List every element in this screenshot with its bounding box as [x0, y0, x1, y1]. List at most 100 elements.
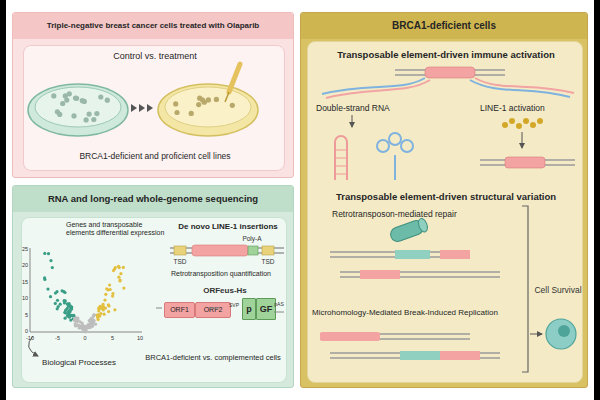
petri-dishes — [158, 84, 258, 136]
cell-dots — [80, 98, 85, 103]
insertion-construct — [156, 245, 284, 312]
volcano-plot — [30, 248, 31, 332]
volcano-dots — [97, 306, 100, 309]
axis-tick: 10 — [16, 295, 28, 301]
immune-activation-art — [537, 118, 543, 124]
volcano-dots — [67, 311, 70, 314]
cell-dots — [87, 112, 92, 117]
structural-variation-art — [340, 271, 500, 273]
volcano-dots — [84, 326, 87, 329]
immune-activation-art — [425, 67, 475, 78]
immune-activation-art — [509, 118, 515, 124]
volcano-dots — [63, 299, 66, 302]
volcano-plot — [30, 332, 142, 333]
volcano-dots — [70, 308, 73, 311]
frame-bar — [594, 0, 600, 400]
volcano-dots — [107, 304, 110, 307]
immune-activation-art — [335, 166, 347, 167]
volcano-dots — [59, 303, 62, 306]
volcano-dots — [81, 324, 84, 327]
volcano-dots — [91, 322, 94, 325]
insertion-construct — [248, 246, 258, 255]
cell-dots — [82, 99, 87, 104]
volcano-dots — [49, 259, 52, 262]
gene-segment: ORF1 — [164, 302, 195, 318]
immune-activation-art — [395, 69, 505, 71]
volcano-dots — [81, 322, 84, 325]
volcano-dots — [88, 322, 91, 325]
structural-variation-art — [330, 357, 500, 359]
sequence-label: TSD — [260, 258, 276, 265]
volcano-dots — [43, 278, 46, 281]
inner-box: Control vs. treatmentBRCA1-deficient and… — [23, 45, 285, 171]
volcano-dots — [74, 318, 77, 321]
volcano-dots — [111, 295, 114, 298]
volcano-dots — [96, 314, 99, 317]
immune-activation-art — [502, 122, 508, 128]
cell-dots — [51, 91, 235, 122]
volcano-dots — [64, 311, 67, 314]
node-text: p — [243, 299, 255, 319]
volcano-dots — [66, 314, 69, 317]
petri-dishes — [28, 84, 128, 136]
cell-dots — [196, 102, 201, 107]
volcano-dots — [63, 311, 66, 314]
volcano-dots — [102, 306, 105, 309]
volcano-dots — [93, 313, 96, 316]
volcano-dots — [68, 310, 71, 313]
volcano-dots — [88, 324, 91, 327]
immune-activation-art — [480, 159, 575, 161]
insertion-construct — [170, 247, 284, 249]
immune-activation-art — [523, 118, 529, 124]
structural-variation-art — [558, 325, 570, 337]
petri-dishes — [165, 87, 251, 127]
cell-dots — [64, 98, 69, 103]
volcano-dots — [109, 288, 112, 291]
volcano-dots — [108, 283, 111, 286]
volcano-dots — [93, 319, 96, 322]
node-text: Control vs. treatment — [24, 51, 286, 61]
volcano-dots — [122, 266, 125, 269]
structural-variation-art — [400, 351, 440, 360]
structural-variation-art — [330, 352, 500, 354]
volcano-dots — [62, 290, 65, 293]
construct-name: ORFeus-Hs — [190, 287, 260, 296]
volcano-dots — [102, 303, 105, 306]
volcano-dots — [67, 313, 70, 316]
volcano-dots — [104, 307, 107, 310]
volcano-dots — [56, 299, 59, 302]
panel-header: RNA and long-read whole-genome sequencin… — [13, 186, 293, 212]
volcano-dots — [122, 287, 125, 290]
volcano-dots — [112, 269, 115, 272]
volcano-dots — [75, 324, 78, 327]
immune-activation-art — [377, 140, 389, 152]
cell-dots — [91, 117, 96, 122]
volcano-dots — [54, 292, 57, 295]
petri-dishes — [147, 104, 153, 112]
axis-tick: 20 — [16, 262, 28, 268]
structural-variation-art — [389, 219, 426, 244]
petri-dishes — [225, 92, 229, 102]
volcano-dots — [100, 306, 103, 309]
volcano-dots — [66, 307, 69, 310]
node-text: GF — [257, 299, 275, 319]
volcano-dots — [98, 305, 101, 308]
axis-tick: -10 — [22, 335, 38, 341]
axis-tick: -5 — [50, 335, 66, 341]
cell-dots — [200, 97, 205, 102]
axis-tick: 0 — [77, 335, 93, 341]
volcano-dots — [103, 299, 106, 302]
volcano-dots — [43, 276, 46, 279]
sequence-label: Poly-A — [238, 235, 266, 242]
sequence-label: TSD — [172, 258, 188, 265]
volcano-dots — [69, 306, 72, 309]
volcano-dots — [91, 317, 94, 320]
cell-dots — [189, 111, 194, 116]
volcano-dots — [90, 318, 93, 321]
immune-activation-art — [335, 174, 347, 175]
node-text: Retrotransposon-mediated repair — [332, 210, 532, 220]
volcano-dots — [74, 316, 77, 319]
insertion-construct — [262, 246, 274, 255]
immune-activation-art — [335, 136, 347, 180]
